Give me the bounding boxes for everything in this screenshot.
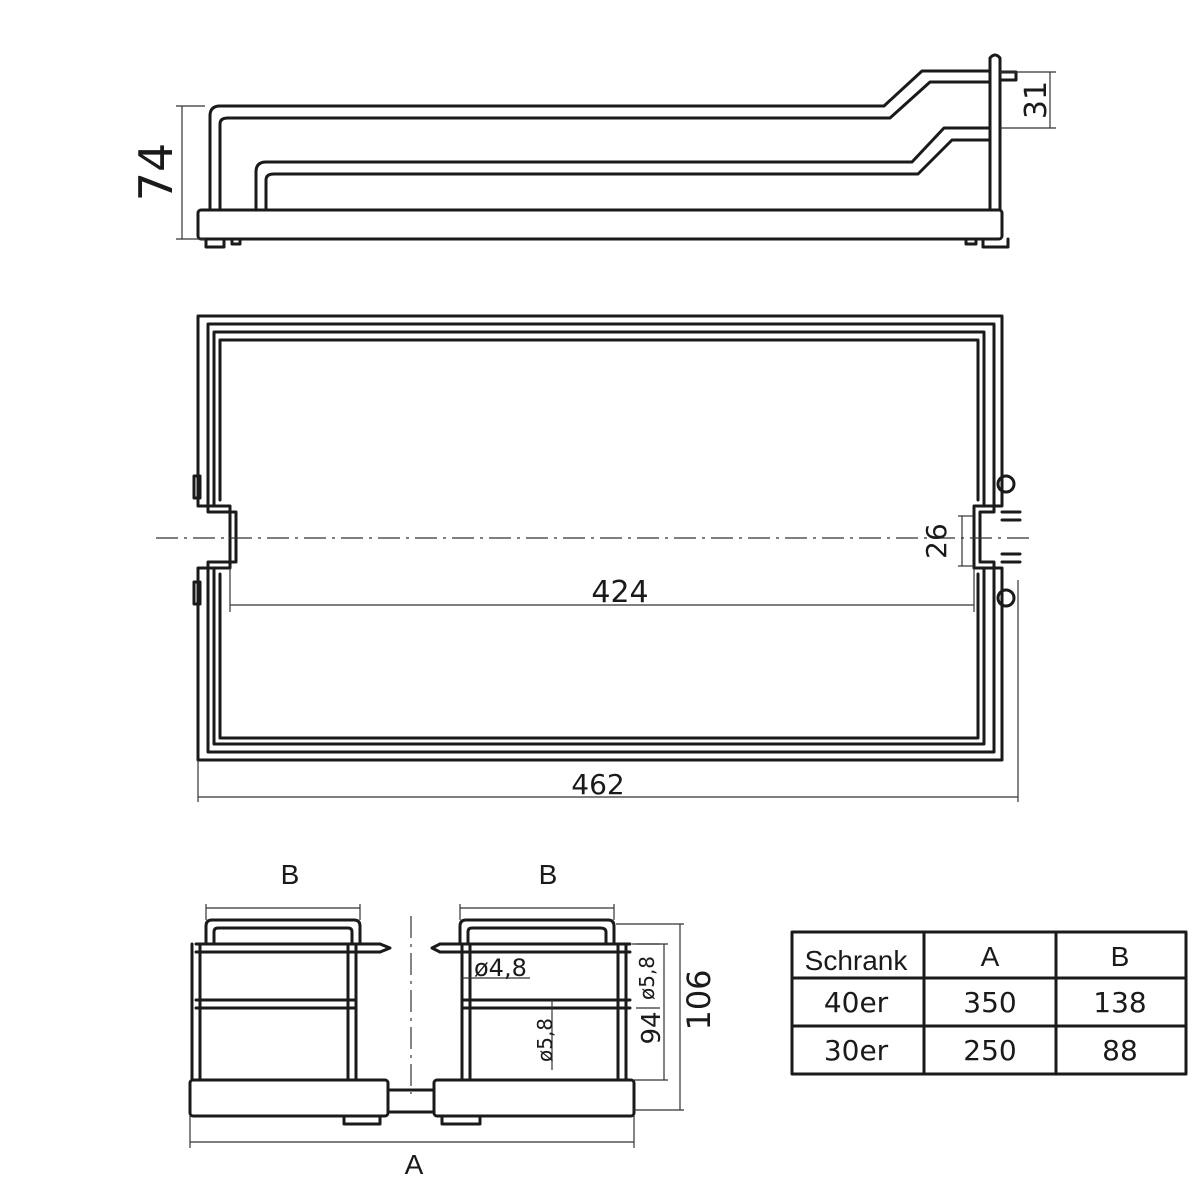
table-cell: 40er	[824, 986, 889, 1019]
table-header-b: B	[1111, 941, 1130, 972]
front-view: B B A ø4,8 ø5,8 ø5,8 94 106	[188, 859, 718, 1180]
dim-inner-height: 94	[637, 1011, 667, 1044]
side-view-base	[196, 208, 1004, 241]
dim-post-diameter-inner: ø5,8	[533, 1018, 557, 1062]
dim-top-notch: 26	[920, 523, 953, 559]
side-view-lower-rail-inner	[264, 138, 992, 212]
front-view-left-foot	[342, 1114, 382, 1126]
dim-wire-diameter: ø4,8	[474, 954, 527, 982]
side-view-stub	[998, 70, 1018, 82]
dimension-table: Schrank A B 40er 350 138 30er 250 88	[790, 930, 1188, 1076]
table-header-schrank: Schrank	[805, 945, 909, 976]
side-view-lower-rail-outer	[254, 126, 992, 212]
top-view-outer-frame	[196, 314, 1004, 762]
front-view-right-handle	[458, 918, 616, 946]
label-a: A	[405, 1149, 424, 1180]
table-cell: 350	[963, 986, 1016, 1019]
table-cell: 138	[1093, 986, 1146, 1019]
top-view-roller-upper	[996, 474, 1016, 494]
side-view-foot-left-small	[230, 237, 242, 246]
side-view-foot-right	[981, 237, 1010, 249]
top-view: 424 462 26	[156, 314, 1032, 802]
top-view-roller-lower	[996, 588, 1016, 608]
dim-top-outer-width: 462	[571, 768, 624, 801]
label-b-left: B	[281, 859, 300, 890]
front-view-right-base	[432, 1078, 636, 1118]
dim-side-height: 74	[129, 143, 183, 202]
front-view-connector	[386, 1088, 436, 1114]
dim-top-inner-width: 424	[591, 575, 648, 610]
side-view: 74 31	[129, 53, 1056, 249]
table-cell: 250	[963, 1034, 1016, 1067]
dim-side-step: 31	[1019, 81, 1054, 119]
label-b-right: B	[539, 859, 558, 890]
top-view-clip-lower	[192, 580, 202, 606]
front-view-left-handle	[204, 918, 362, 946]
front-view-right-foot	[440, 1114, 482, 1126]
side-view-upper-rail-outer	[208, 69, 992, 212]
side-view-front-post	[988, 53, 1002, 212]
top-view-second-frame	[206, 322, 996, 754]
side-view-upper-rail-inner	[218, 80, 992, 212]
table-cell: 30er	[824, 1034, 889, 1067]
table-cell: 88	[1102, 1034, 1138, 1067]
dim-outer-height: 106	[680, 969, 718, 1030]
top-view-inner-frame	[212, 330, 986, 746]
top-view-clip-upper	[192, 474, 202, 500]
front-view-left-base	[188, 1078, 390, 1118]
table-header-a: A	[981, 941, 1000, 972]
dim-post-diameter-outer: ø5,8	[635, 956, 659, 1000]
side-view-foot-left	[204, 237, 226, 249]
side-view-foot-right-small	[964, 237, 978, 246]
top-view-inner-frame-2	[218, 338, 980, 740]
